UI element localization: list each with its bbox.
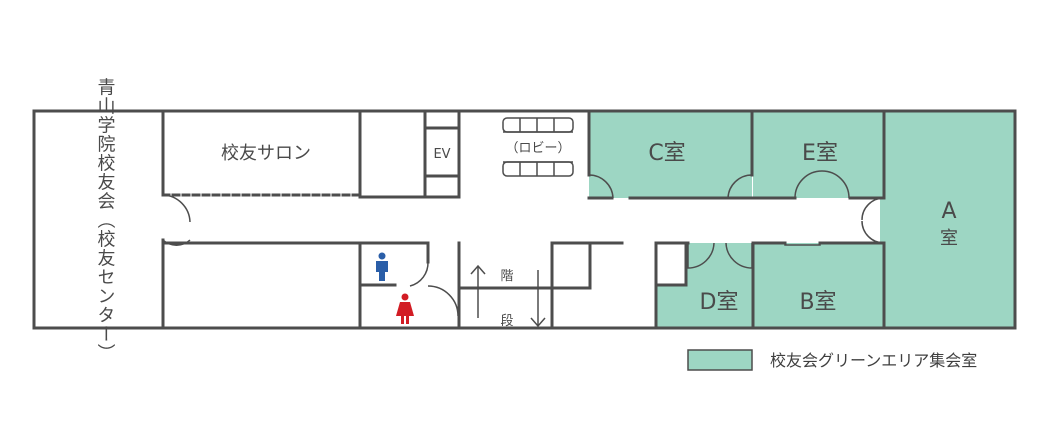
room-c-fill [589,111,752,198]
walls [32,109,1017,330]
male-restroom-icon [376,252,388,281]
door-gap-a [880,198,886,243]
center-label: 青山学院校友会（校友センター） [95,77,116,362]
room-c-label: C室 [648,141,685,166]
lobby-label: （ロビー） [505,141,570,156]
room-a-label-line2: 室 [940,228,958,249]
sofa-icon [502,117,574,177]
niche-d [656,243,686,285]
legend-swatch [687,349,753,371]
room-a-label-line1: A [941,199,956,224]
room-a-fill [884,111,1015,328]
legend-label: 校友会グリーンエリア集会室 [770,351,977,370]
room-d-label: D室 [700,290,739,315]
room-b-fill [753,243,884,328]
female-restroom-icon [396,293,414,324]
legend: 校友会グリーンエリア集会室 [687,349,977,371]
room-b-label: B室 [799,290,836,315]
stairs-arrows [470,264,546,328]
outer-wall [32,109,1017,330]
salon-label: 校友サロン [221,143,311,164]
room-e-label: E室 [802,141,838,166]
ev-label: EV [433,147,450,162]
green-room-fills [589,111,1015,328]
door-swings [162,170,885,317]
stairs-label-top: 階 [500,269,513,284]
room-e-fill [753,111,884,198]
stairs-label-bottom: 段 [500,314,513,329]
